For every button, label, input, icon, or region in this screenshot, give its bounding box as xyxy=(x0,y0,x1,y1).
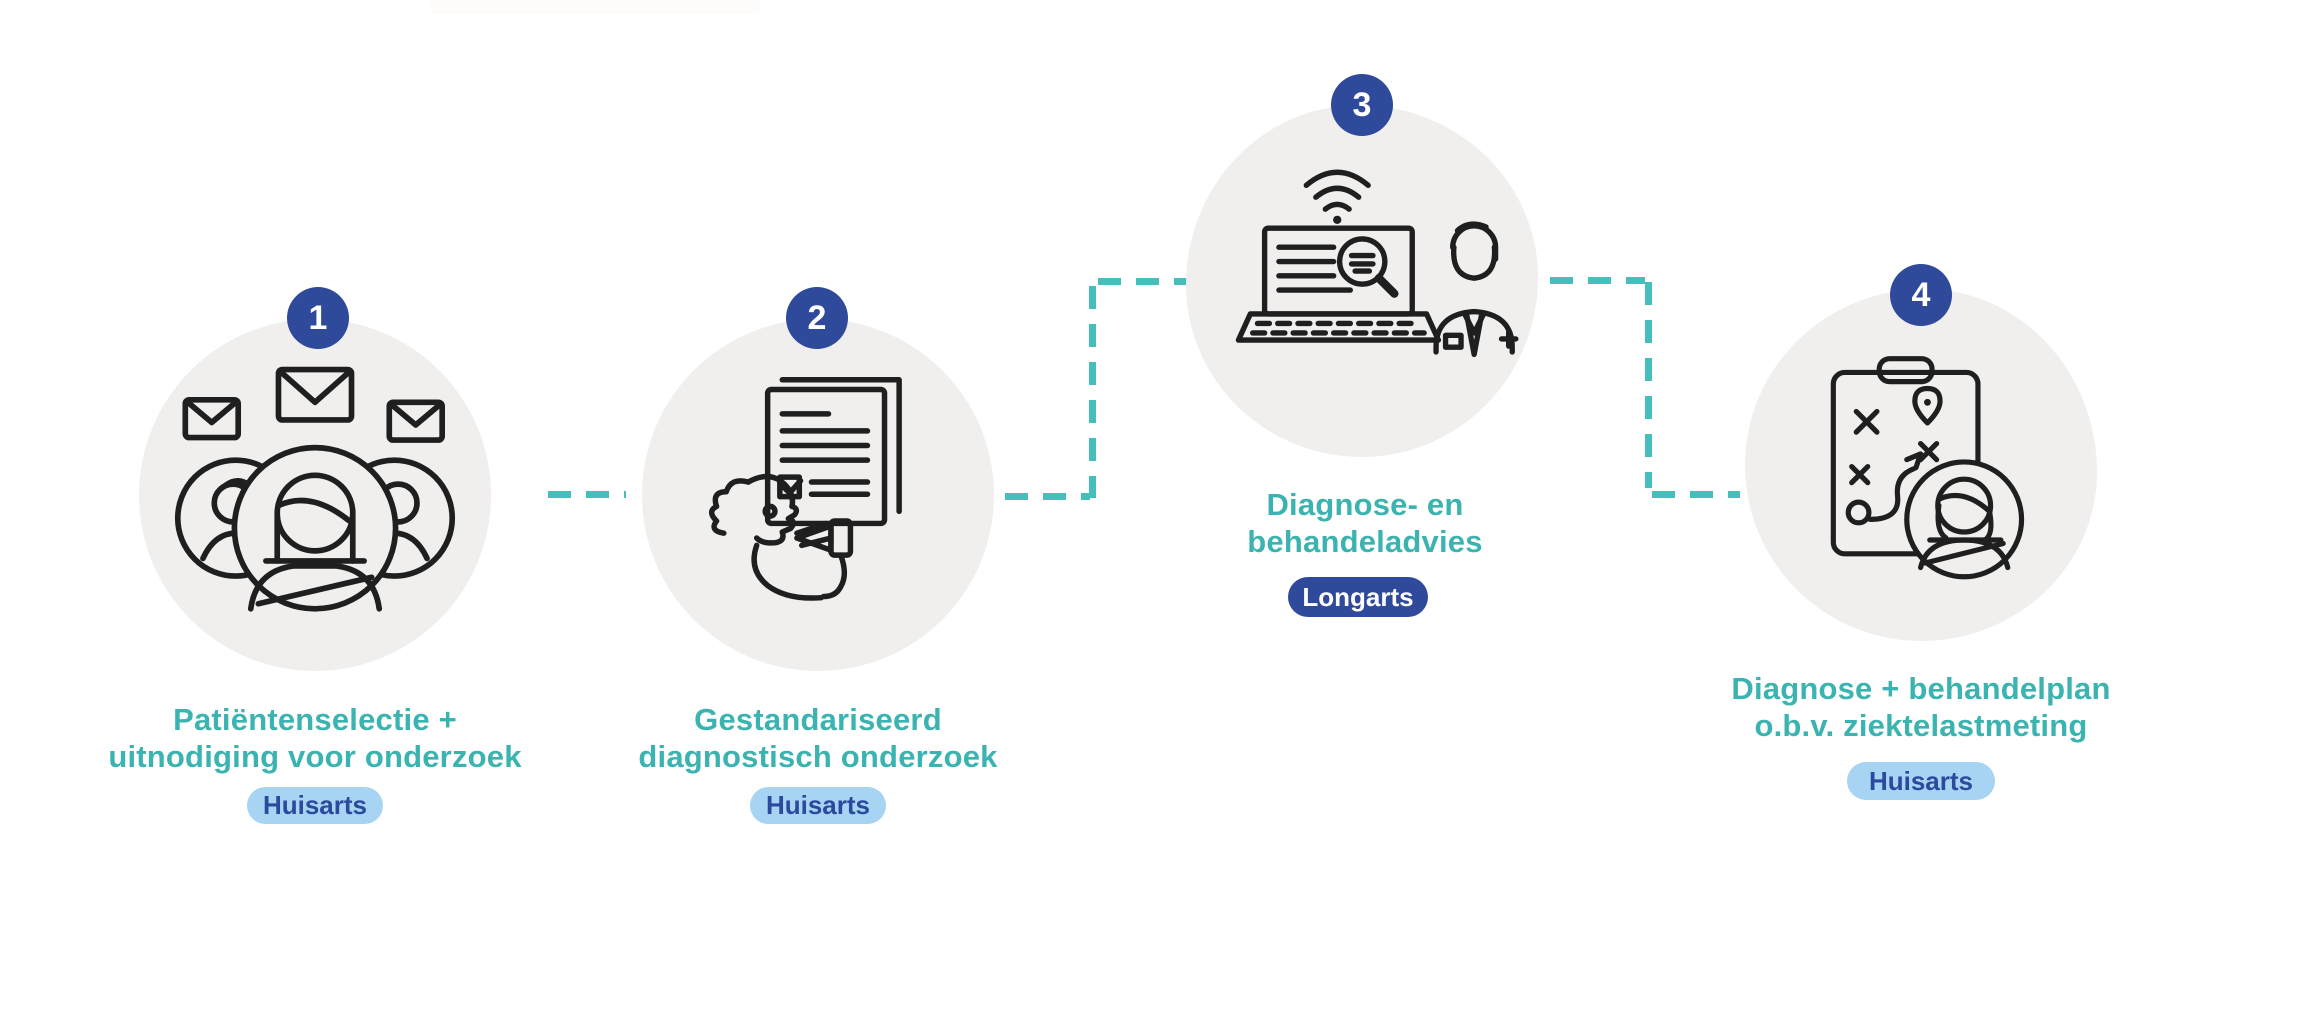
step4-title-line1: Diagnose + behandelplan xyxy=(1731,671,2111,706)
step2-title: Gestandariseerd diagnostisch onderzoek xyxy=(568,701,1068,775)
step3-role-label: Longarts xyxy=(1302,581,1414,612)
step2-number: 2 xyxy=(807,299,827,337)
step3-number: 3 xyxy=(1352,86,1372,124)
step1-number: 1 xyxy=(308,299,328,337)
step1-number-badge: 1 xyxy=(287,287,349,349)
step3-title-line2: behandeladvies xyxy=(1247,524,1483,559)
step2-number-badge: 2 xyxy=(786,287,848,349)
step4-number: 4 xyxy=(1911,276,1931,314)
laptop-telediagnosis-icon xyxy=(1212,152,1522,402)
patients-invitation-icon xyxy=(170,362,460,639)
connector-step2-step3-horizontal-low xyxy=(1005,493,1090,500)
step2-title-line2: diagnostisch onderzoek xyxy=(638,739,998,774)
step1-title: Patiëntenselectie + uitnodiging voor ond… xyxy=(65,701,565,775)
treatment-plan-icon xyxy=(1792,338,2056,602)
step2-title-line1: Gestandariseerd xyxy=(694,702,942,737)
step4-number-badge: 4 xyxy=(1890,264,1952,326)
step1-title-line1: Patiëntenselectie + xyxy=(173,702,457,737)
connector-step2-step3-horizontal-high xyxy=(1098,278,1188,285)
connector-step3-step4-horizontal-low xyxy=(1652,491,1740,498)
spirometry-test-icon xyxy=(680,365,960,621)
step1-role-badge: Huisarts xyxy=(247,787,383,824)
step4-circle xyxy=(1745,289,2097,641)
step2-role-badge: Huisarts xyxy=(750,787,886,824)
step3-role-badge: Longarts xyxy=(1288,577,1428,617)
cropped-top-remnant xyxy=(430,0,760,14)
connector-step3-step4-horizontal-high xyxy=(1550,277,1645,284)
step4-title-line2: o.b.v. ziektelastmeting xyxy=(1754,708,2088,743)
step4-role-label: Huisarts xyxy=(1868,765,1974,796)
step1-role-label: Huisarts xyxy=(262,790,368,820)
step3-circle xyxy=(1186,105,1538,457)
step3-title: Diagnose- en behandeladvies xyxy=(1115,486,1615,560)
step3-title-line1: Diagnose- en xyxy=(1266,487,1464,522)
step4-role-badge: Huisarts xyxy=(1847,762,1995,800)
connector-step3-step4-vertical xyxy=(1645,282,1652,488)
step2-role-label: Huisarts xyxy=(765,790,871,820)
connector-step2-step3-vertical xyxy=(1089,286,1096,498)
connector-step1-step2 xyxy=(548,491,626,498)
step4-title: Diagnose + behandelplan o.b.v. ziektelas… xyxy=(1671,670,2171,744)
step3-number-badge: 3 xyxy=(1331,74,1393,136)
step1-title-line2: uitnodiging voor onderzoek xyxy=(108,739,522,774)
